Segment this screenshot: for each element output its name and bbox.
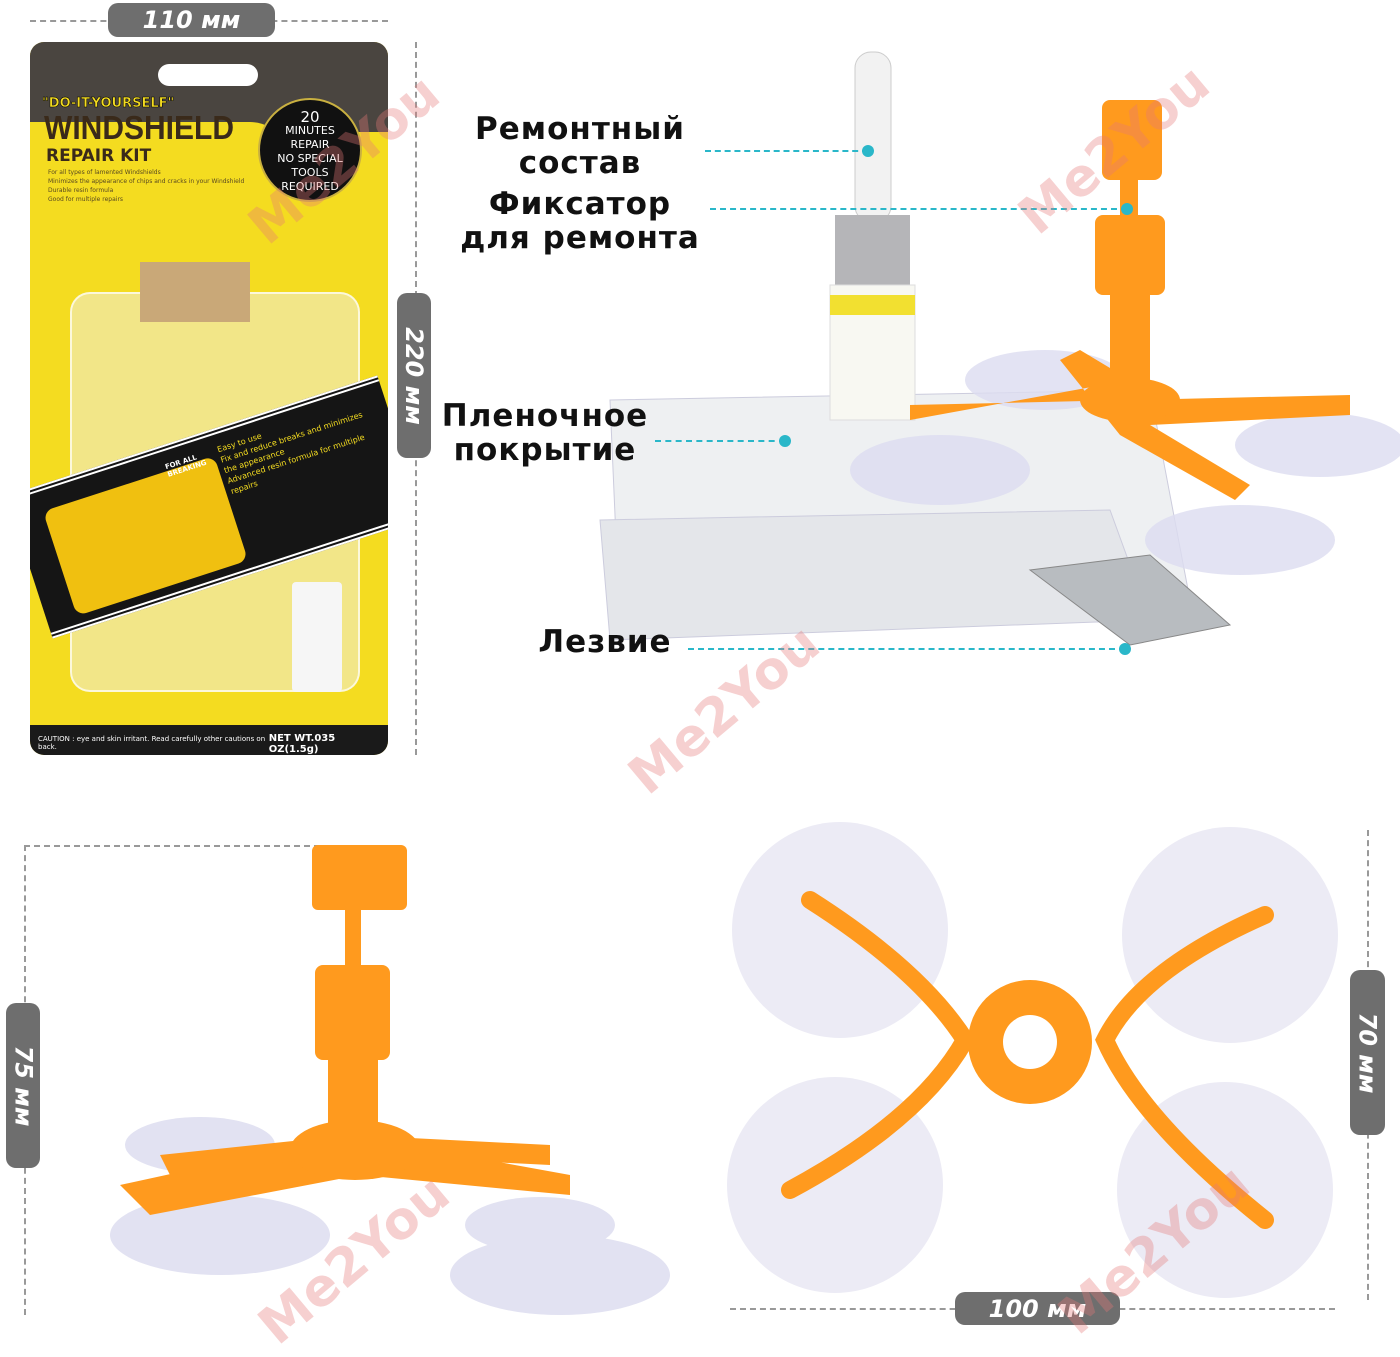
holder-side-view xyxy=(110,845,670,1315)
badge-text: REQUIRED xyxy=(281,180,339,193)
badge-text: 20 xyxy=(300,108,320,126)
resin-bottle xyxy=(829,51,916,421)
badge-text: MINUTES xyxy=(285,124,335,137)
callout-line-blade xyxy=(688,643,1131,655)
dimension-label-tool-width: 100 мм xyxy=(955,1292,1120,1325)
header-curve xyxy=(30,122,290,162)
badge-text: REPAIR xyxy=(290,138,330,151)
badge-20-minutes: 20 MINUTES REPAIR NO SPECIAL TOOLS REQUI… xyxy=(258,98,362,202)
callout-holder: Фиксатор для ремонта xyxy=(460,186,700,256)
package-bullets: For all types of lamented Windshields Mi… xyxy=(48,168,244,204)
callout-film: Пленочное покрытие xyxy=(441,398,649,468)
callout-line-holder xyxy=(710,203,1133,215)
hang-hole xyxy=(158,64,258,86)
package-diy: "DO-IT-YOURSELF" xyxy=(42,96,175,112)
callout-dot xyxy=(1121,203,1133,215)
dimension-label-width: 110 мм xyxy=(108,3,275,37)
dimension-text: 70 мм xyxy=(1353,1012,1382,1093)
package-title: WINDSHIELD xyxy=(44,110,234,147)
kit-contents-photo xyxy=(599,51,1400,646)
dimension-text: 220 мм xyxy=(400,326,428,425)
badge-text: NO SPECIAL TOOLS xyxy=(277,152,343,179)
bullet: Durable resin formula xyxy=(48,187,114,194)
package-subtitle: REPAIR KIT xyxy=(46,146,152,166)
dimension-label-tool-depth: 70 мм xyxy=(1350,970,1385,1135)
bullet: Good for multiple repairs xyxy=(48,196,124,203)
caution-text: CAUTION : eye and skin irritant. Read ca… xyxy=(38,735,266,751)
dimension-label-height: 220 мм xyxy=(397,293,431,458)
dimension-text: 75 мм xyxy=(9,1045,37,1126)
height-guide-top xyxy=(24,845,350,847)
resin-bottle xyxy=(292,582,342,692)
package-footer: CAUTION : eye and skin irritant. Read ca… xyxy=(30,725,388,755)
holder-top-view xyxy=(727,822,1338,1298)
package-card: "DO-IT-YOURSELF" WINDSHIELD REPAIR KIT F… xyxy=(30,42,388,755)
dimension-text: 100 мм xyxy=(988,1294,1087,1323)
bullet: For all types of lamented Windshields xyxy=(48,169,161,176)
callout-dot xyxy=(862,145,874,157)
dimension-label-tool-height: 75 мм xyxy=(6,1003,40,1168)
film-sheet xyxy=(140,262,250,322)
callout-dot xyxy=(1119,643,1131,655)
callout-blade: Лезвие xyxy=(538,624,672,660)
net-weight: NET WT.035 OZ(1.5g) xyxy=(268,733,336,755)
callout-line-resin xyxy=(705,145,874,157)
callout-resin: Ремонтный состав xyxy=(475,111,685,181)
dimension-text: 110 мм xyxy=(142,6,241,34)
suction-holder xyxy=(850,100,1400,575)
callout-line-film xyxy=(655,435,791,447)
callout-dot xyxy=(779,435,791,447)
bullet: Minimizes the appearance of chips and cr… xyxy=(48,178,245,185)
blade xyxy=(1028,554,1232,646)
